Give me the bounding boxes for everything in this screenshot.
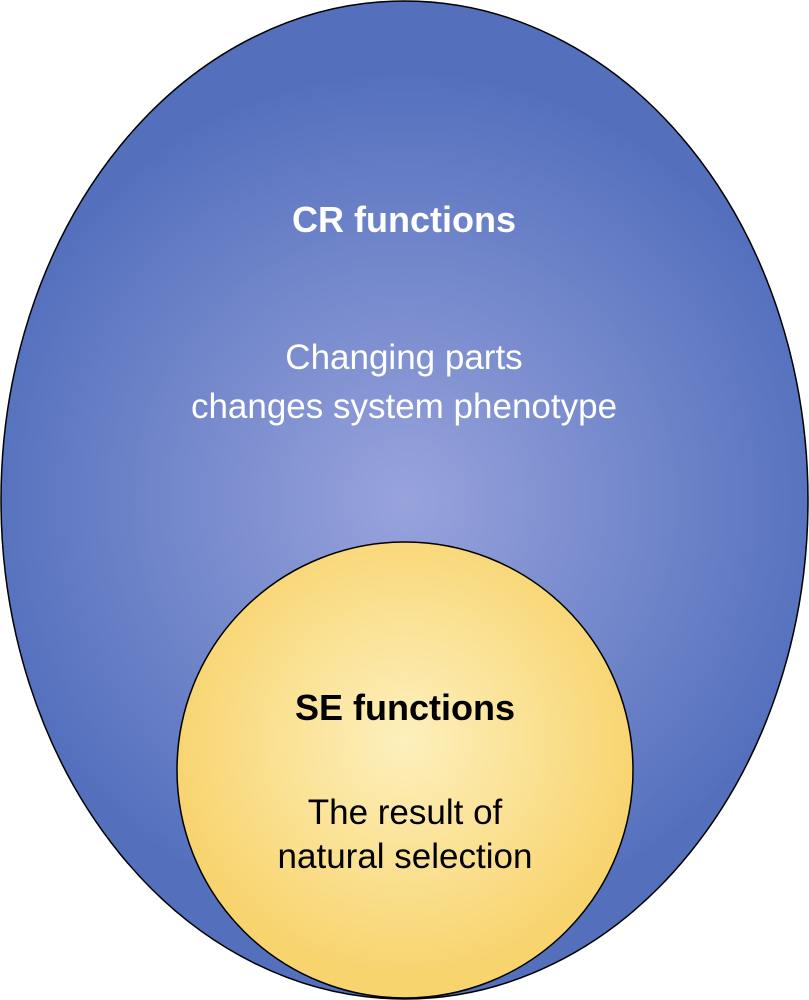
inner-circle xyxy=(176,541,634,999)
inner-set-title: SE functions xyxy=(295,687,515,728)
inner-set-description-line1: The result of xyxy=(308,793,503,832)
outer-set-description-line2: changes system phenotype xyxy=(191,387,617,426)
outer-set-description-line1: Changing parts xyxy=(285,338,522,377)
outer-set-title: CR functions xyxy=(292,199,516,240)
inner-set-description-line2: natural selection xyxy=(278,837,533,876)
inner-set-se-functions: SE functions The result of natural selec… xyxy=(176,541,634,999)
